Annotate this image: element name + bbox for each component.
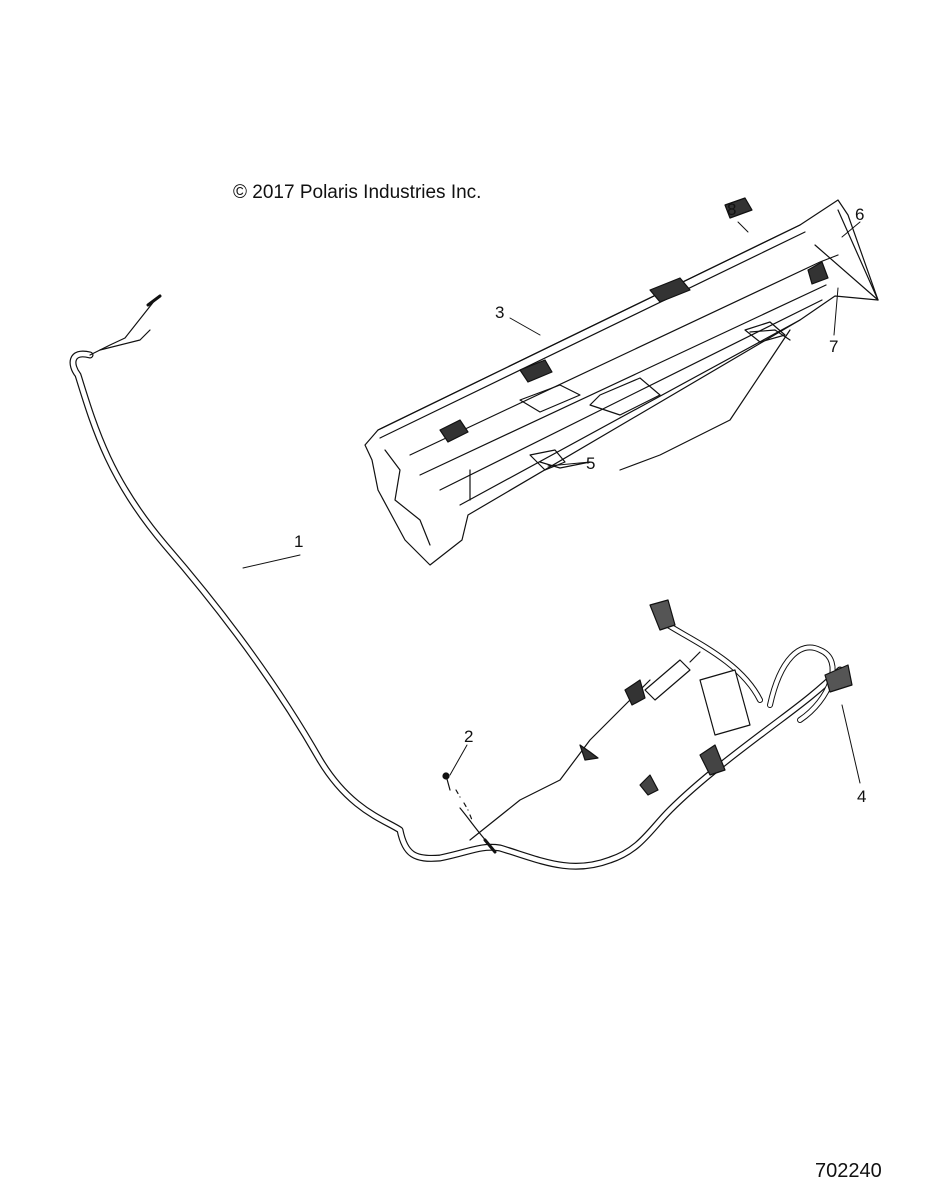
callout-2: 2 (464, 727, 474, 746)
screw-drawing (442, 772, 473, 821)
callout-7: 7 (829, 337, 839, 356)
leader-lines (242, 221, 861, 784)
figure-number: 702240 (815, 1160, 882, 1182)
callout-5: 5 (586, 454, 596, 473)
wire-harness-drawing (69, 294, 853, 870)
callout-6: 6 (855, 205, 865, 224)
callout-8: 8 (727, 200, 737, 219)
copyright-notice: © 2017 Polaris Industries Inc. (233, 182, 482, 203)
callout-4: 4 (857, 787, 867, 806)
callout-3: 3 (495, 303, 505, 322)
dash-panel-drawing (364, 197, 879, 566)
callout-1: 1 (294, 532, 304, 551)
